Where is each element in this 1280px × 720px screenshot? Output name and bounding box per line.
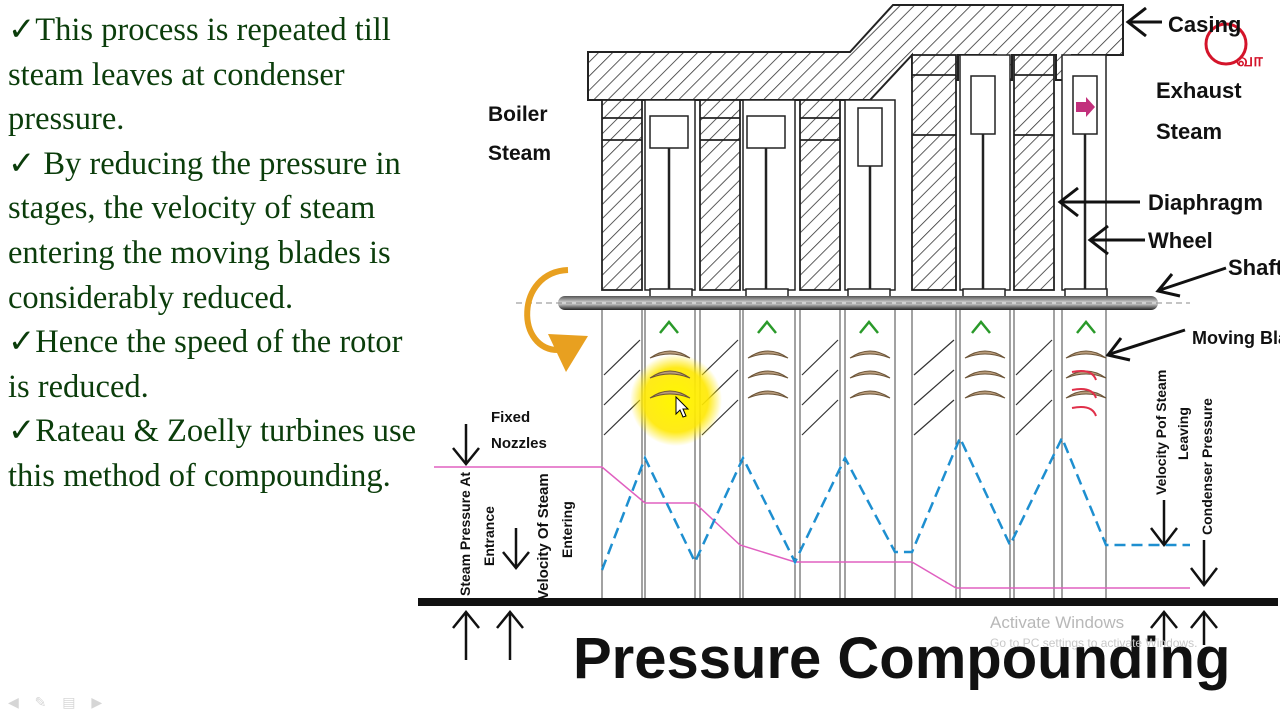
rotation-arrow-icon <box>524 267 588 372</box>
activate-windows-subtext: Go to PC settings to activate Windows. <box>990 636 1197 650</box>
velocity-leaving-label-1: Velocity Pof Steam <box>1153 370 1169 495</box>
diaphragm-label: Diaphragm <box>1148 190 1263 215</box>
casing-label: Casing <box>1168 12 1241 37</box>
exit-flow-arrows <box>1071 370 1097 417</box>
pressure-arrows-icon <box>452 424 1218 660</box>
pressure-line <box>434 466 1190 589</box>
slide-nav-icons[interactable]: ◀ ✎ ▤ ▶ <box>8 694 109 710</box>
velocity-leaving-label-3: Condenser Pressure <box>1199 398 1215 535</box>
velocity-entering-label-1: Velocity Of Steam <box>535 473 552 600</box>
activate-windows-watermark: Activate Windows <box>990 613 1124 632</box>
bullet-3: ✓Hence the speed of the rotor is reduced… <box>8 324 403 405</box>
steam-pressure-label-2: Entrance <box>481 506 497 566</box>
shaft-label: Shaft <box>1228 255 1280 280</box>
diagram-title: Pressure Compounding <box>573 626 1230 691</box>
boiler-steam-label-1: Boiler <box>488 103 548 126</box>
mouse-cursor-icon <box>675 395 690 418</box>
velocity-line <box>600 434 1190 571</box>
svg-text:வா: வா <box>1236 50 1263 71</box>
diaphragms <box>601 54 1055 291</box>
bullet-list: ✓This process is repeated till steam lea… <box>8 8 418 499</box>
exhaust-arrow-icon <box>1076 97 1095 117</box>
bullet-1: ✓This process is repeated till steam lea… <box>8 12 391 138</box>
velocity-leaving-label-2: Leaving <box>1175 407 1191 460</box>
label-pointer-arrows <box>1057 6 1227 362</box>
fixed-nozzles-label-1: Fixed <box>491 409 530 426</box>
wheel-label: Wheel <box>1148 228 1213 253</box>
moving-blades <box>649 350 1107 399</box>
moving-blades-label: Moving Blades <box>1192 328 1280 348</box>
exhaust-steam-label-1: Exhaust <box>1156 78 1242 103</box>
fixed-nozzles-label-2: Nozzles <box>491 435 547 452</box>
steam-pressure-label-1: Steam Pressure At <box>457 472 473 596</box>
base-line <box>418 598 1278 606</box>
bullet-2: ✓ By reducing the pressure in stages, th… <box>8 145 401 316</box>
exhaust-steam-label-2: Steam <box>1156 119 1222 144</box>
wheels <box>644 54 1108 298</box>
velocity-entering-label-2: Entering <box>559 501 575 558</box>
flow-chevron-icons <box>659 320 1096 334</box>
channel-logo: வா <box>1204 22 1263 71</box>
bullet-4: ✓Rateau & Zoelly turbines use this metho… <box>8 413 417 494</box>
boiler-steam-label-2: Steam <box>488 142 551 165</box>
